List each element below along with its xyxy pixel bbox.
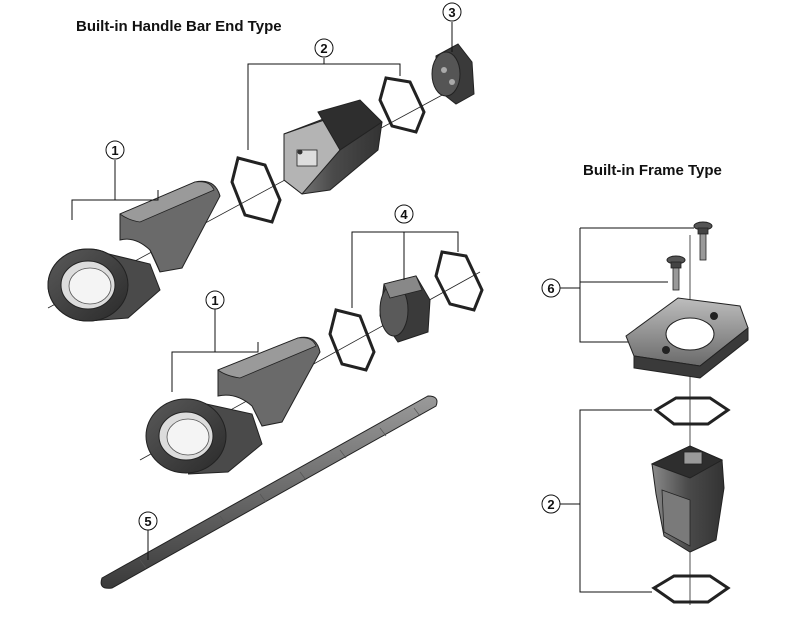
end-cap-lower [145,336,321,475]
callout-4: 4 [394,204,414,224]
callout-5: 5 [138,511,158,531]
junction-unit-frame [650,445,725,553]
svg-text:1: 1 [211,293,218,308]
leader-lines [71,22,694,593]
svg-text:1: 1 [111,143,118,158]
cap-nut [431,43,475,105]
junction-unit-upper [283,99,383,195]
callout-2-frame: 2 [541,494,561,514]
callout-2-upper: 2 [314,38,334,58]
frame-type-title: Built-in Frame Type [583,162,722,179]
callout-1-lower: 1 [205,290,225,310]
callout-1-upper: 1 [105,140,125,160]
svg-text:5: 5 [144,514,151,529]
handlebar-end-type-title: Built-in Handle Bar End Type [76,18,282,35]
svg-text:4: 4 [400,207,408,222]
screw-long [693,221,713,261]
gasket-lower-left [328,308,376,372]
svg-text:6: 6 [547,281,554,296]
gasket-frame-top [653,396,731,426]
plug-unit [379,275,431,343]
svg-text:2: 2 [320,41,327,56]
gasket-upper-left [230,156,282,224]
end-cap-upper [47,180,221,322]
callout-3: 3 [442,2,462,22]
screw-short [666,255,686,291]
callout-6: 6 [541,278,561,298]
svg-text:3: 3 [448,5,455,20]
gasket-frame-bottom [651,574,731,604]
gasket-upper-right [378,76,426,134]
mounting-plate [625,297,749,379]
routing-strip [100,395,438,589]
svg-text:2: 2 [547,497,554,512]
gasket-lower-right [434,250,484,312]
